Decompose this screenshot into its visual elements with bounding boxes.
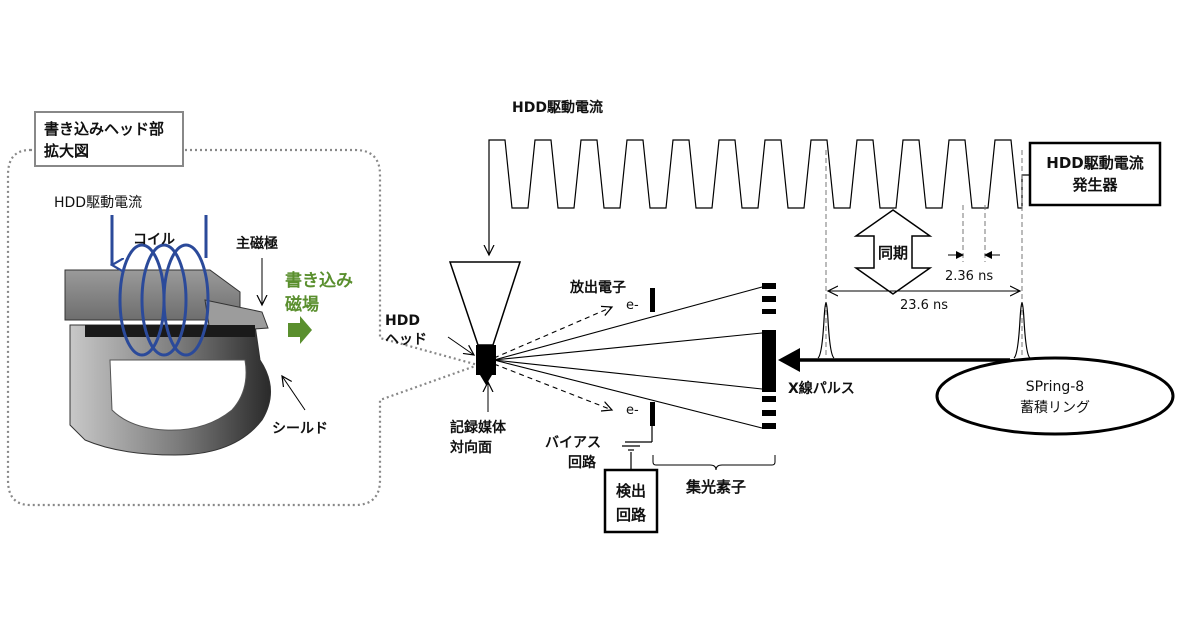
inset-title-box bbox=[34, 111, 184, 167]
media-face-label-line2: 対向面 bbox=[449, 439, 492, 456]
emitted-electrons-label: 放出電子 bbox=[569, 279, 626, 296]
inset-title-line2: 拡大図 bbox=[44, 142, 89, 160]
electron-lower-label: e- bbox=[626, 403, 639, 418]
generator-label-line2: 発生器 bbox=[1071, 176, 1118, 194]
detector-label-line2: 回路 bbox=[616, 506, 647, 524]
xray-pulse-right bbox=[1013, 301, 1031, 359]
bias-label-line1: バイアス bbox=[545, 435, 601, 451]
yoke-top bbox=[64, 269, 241, 321]
inset-title-line1: 書き込みヘッド部 bbox=[44, 120, 164, 138]
write-field-label-line1: 書き込み bbox=[285, 270, 353, 291]
xray-pulse-label: X線パルス bbox=[788, 380, 855, 397]
coil-current-label: HDD駆動電流 bbox=[54, 195, 142, 211]
electron-detector-upper bbox=[650, 288, 655, 312]
generator-box bbox=[1028, 141, 1162, 207]
shield-pointer bbox=[282, 376, 306, 411]
drive-current-label: HDD駆動電流 bbox=[512, 99, 603, 116]
focusing-element-label: 集光素子 bbox=[685, 478, 746, 496]
coil-label: コイル bbox=[133, 232, 175, 248]
hdd-head-label-line1: HDD bbox=[385, 313, 420, 329]
hdd-head-cone bbox=[448, 261, 522, 346]
ring-label-line2: 蓄積リング bbox=[1020, 400, 1090, 416]
hdd-head-label-line2: ヘッド bbox=[385, 332, 427, 348]
media-face-label-line1: 記録媒体 bbox=[450, 419, 507, 436]
focusing-element bbox=[762, 283, 776, 429]
inset-border bbox=[6, 148, 482, 507]
hdd-head-tip bbox=[476, 345, 496, 375]
write-field-label-line2: 磁場 bbox=[285, 294, 319, 315]
sync-arrow-icon bbox=[853, 209, 933, 295]
ring-label-line1: SPring-8 bbox=[1026, 379, 1084, 395]
electron-upper-label: e- bbox=[626, 298, 639, 313]
electron-rays bbox=[493, 307, 612, 410]
main-pole-label: 主磁極 bbox=[236, 235, 278, 252]
main-pole-tip bbox=[204, 299, 269, 333]
generator-label-line1: HDD駆動電流 bbox=[1046, 154, 1143, 172]
pulse-period-label: 23.6 ns bbox=[900, 298, 948, 313]
hdd-head-pointer bbox=[447, 336, 474, 355]
detector-box bbox=[603, 468, 659, 534]
electron-detector-lower bbox=[650, 402, 655, 426]
gap-slot bbox=[85, 325, 255, 337]
sync-guides bbox=[825, 150, 1023, 358]
pulse-width-label: 2.36 ns bbox=[945, 269, 993, 284]
hdd-head-point bbox=[480, 375, 492, 385]
focus-rays bbox=[493, 286, 763, 429]
focusing-brace bbox=[652, 455, 776, 471]
sync-label: 同期 bbox=[878, 244, 908, 262]
shield-label: シールド bbox=[272, 421, 328, 437]
xray-beam-arrowhead-icon bbox=[778, 348, 800, 372]
write-field-arrow-icon bbox=[288, 316, 312, 344]
storage-ring bbox=[935, 356, 1175, 436]
drive-current-waveform bbox=[488, 139, 1023, 209]
xray-pulse-left bbox=[817, 301, 835, 359]
bias-circuit bbox=[622, 426, 653, 470]
bias-label-line2: 回路 bbox=[568, 454, 597, 471]
detector-label-line1: 検出 bbox=[616, 482, 646, 500]
shield-inner-cut bbox=[109, 359, 247, 431]
coil bbox=[112, 215, 210, 357]
